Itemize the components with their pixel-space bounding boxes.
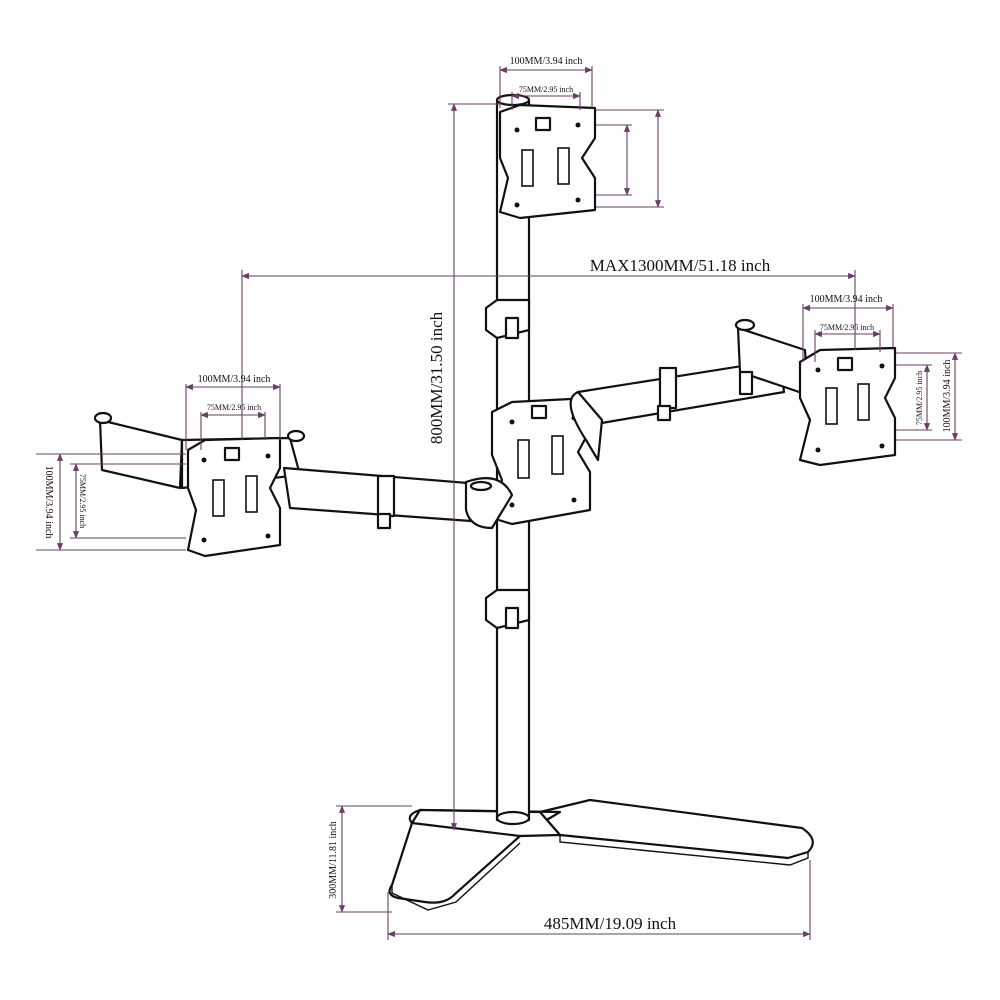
right-inner-label: 75MM/2.95 inch: [820, 323, 874, 332]
pole-height-label: 800MM/31.50 inch: [427, 311, 446, 444]
top-outer-label: 100MM/3.94 inch: [510, 56, 583, 67]
right-arm: [569, 318, 810, 462]
dim-top-plate: [499, 66, 664, 208]
left-arm: [93, 411, 514, 530]
top-inner-label: 75MM/2.95 inch: [519, 85, 573, 94]
base-foot: [388, 798, 814, 911]
top-vesa-plate: [498, 103, 597, 220]
dim-right-plate: [802, 304, 962, 441]
dim-pole-height: [448, 103, 500, 831]
right-vertical-outer-label: 100MM/3.94 inch: [942, 360, 953, 433]
dim-base: [336, 805, 811, 940]
right-vesa-plate: [798, 346, 897, 467]
dim-left-plate: [36, 383, 281, 551]
right-outer-label: 100MM/3.94 inch: [810, 294, 883, 305]
max-span-label: MAX1300MM/51.18 inch: [590, 256, 771, 275]
left-outer-label: 100MM/3.94 inch: [198, 374, 271, 385]
base-width-label: 485MM/19.09 inch: [544, 914, 677, 933]
base-height-label: 300MM/11.81 inch: [328, 821, 339, 898]
right-vertical-inner-label: 75MM/2.95 inch: [915, 371, 924, 425]
left-vertical-outer-label: 100MM/3.94 inch: [43, 466, 54, 539]
left-vertical-inner-label: 75MM/2.95 inch: [78, 474, 87, 528]
left-inner-label: 75MM/2.95 inch: [207, 403, 261, 412]
left-vesa-plate: [186, 436, 282, 558]
